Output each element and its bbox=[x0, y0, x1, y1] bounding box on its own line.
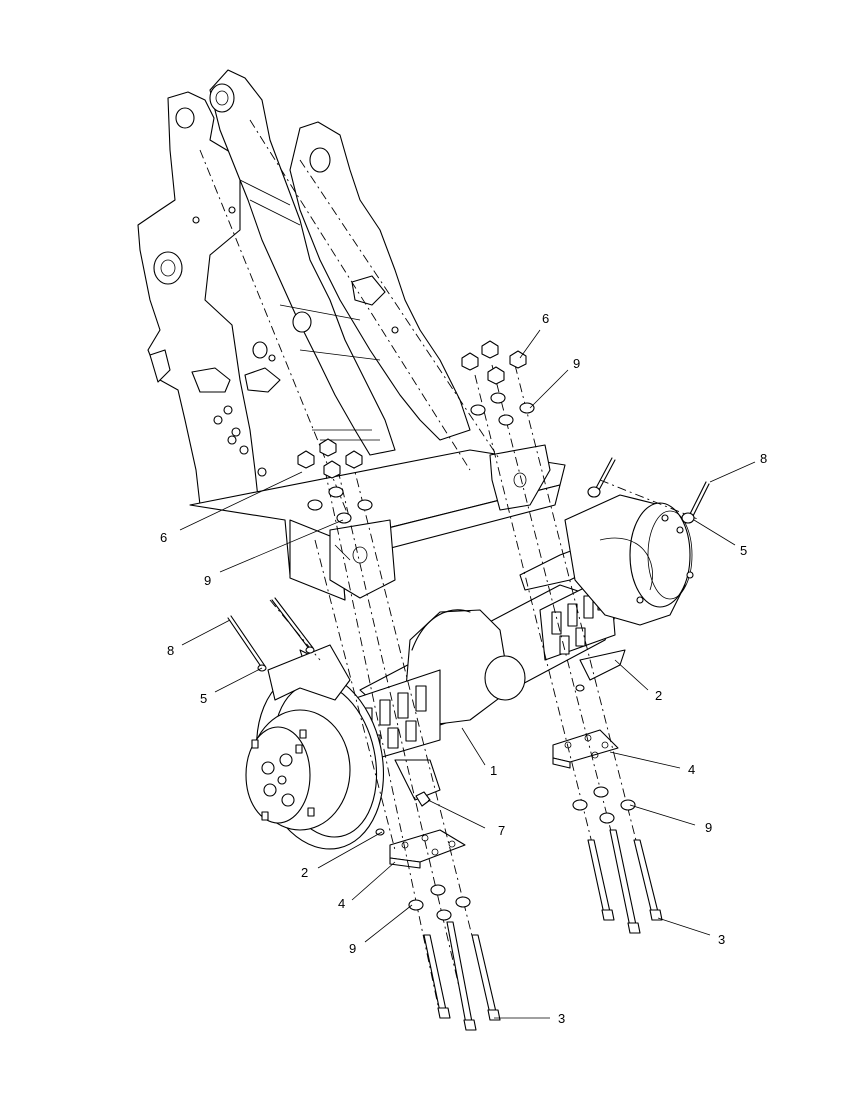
callout-9-bottom: 9 bbox=[349, 941, 356, 956]
left-wheel-hub bbox=[245, 644, 385, 850]
hardware-upper-left bbox=[297, 438, 373, 524]
grease-fitting bbox=[375, 791, 431, 836]
callout-6-left: 6 bbox=[160, 530, 167, 545]
long-bolts bbox=[423, 829, 663, 1031]
leader-lines bbox=[179, 329, 756, 1019]
callout-5-left: 5 bbox=[200, 691, 207, 706]
callout-3-right: 3 bbox=[718, 932, 725, 947]
hardware-lower-washers bbox=[408, 786, 636, 921]
callout-9-right: 9 bbox=[705, 820, 712, 835]
callout-2-left: 2 bbox=[301, 865, 308, 880]
callout-labels: 1 2 2 3 3 4 4 5 5 6 6 7 8 8 9 9 9 9 bbox=[160, 311, 767, 1026]
callout-4-left: 4 bbox=[338, 896, 345, 911]
callout-3-left: 3 bbox=[558, 1011, 565, 1026]
callout-1: 1 bbox=[490, 763, 497, 778]
right-wheel-hub bbox=[564, 494, 694, 626]
callout-9-top: 9 bbox=[573, 356, 580, 371]
assembly-centerlines bbox=[199, 119, 701, 1026]
callout-2-right: 2 bbox=[655, 688, 662, 703]
studs-and-washers bbox=[227, 457, 710, 692]
callout-9-left: 9 bbox=[204, 573, 211, 588]
callout-7: 7 bbox=[498, 823, 505, 838]
frame-mount-box bbox=[189, 444, 566, 601]
callout-8-right: 8 bbox=[760, 451, 767, 466]
callout-6-top: 6 bbox=[542, 311, 549, 326]
frame-bolt-holes bbox=[192, 206, 399, 477]
callout-4-right: 4 bbox=[688, 762, 695, 777]
frame-assembly bbox=[137, 69, 471, 506]
callout-8-left: 8 bbox=[167, 643, 174, 658]
hardware-upper-right bbox=[461, 340, 535, 426]
callout-5-right: 5 bbox=[740, 543, 747, 558]
